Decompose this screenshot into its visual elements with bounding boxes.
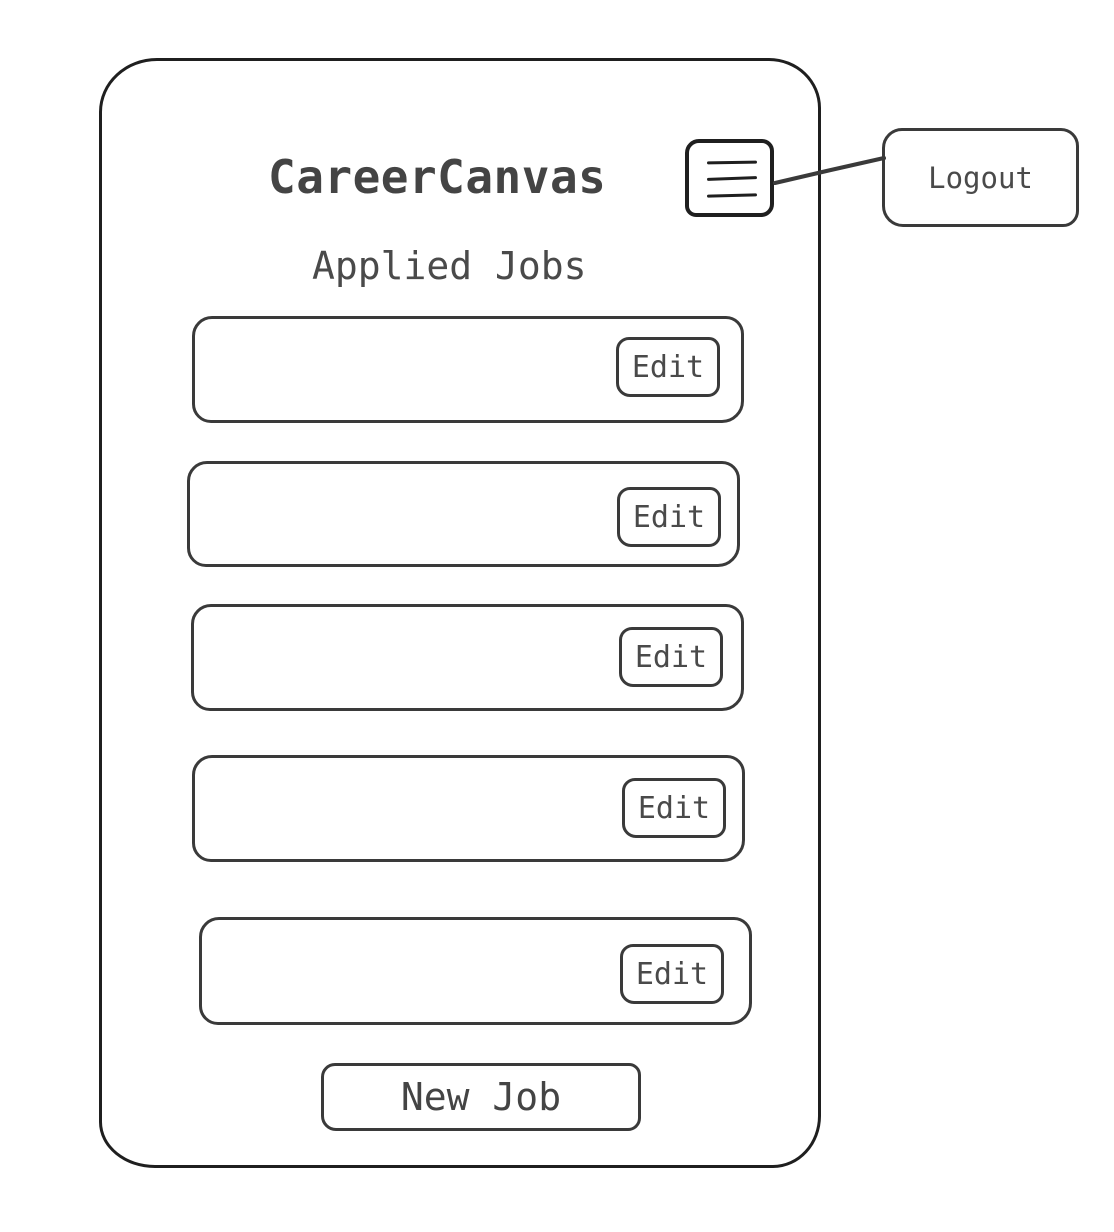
section-title: Applied Jobs — [312, 244, 587, 288]
job-card-3[interactable]: Edit — [191, 604, 744, 711]
app-title: CareerCanvas — [268, 150, 607, 204]
job-card-5[interactable]: Edit — [199, 917, 752, 1025]
edit-button[interactable]: Edit — [619, 627, 723, 687]
job-card-4[interactable]: Edit — [192, 755, 745, 862]
phone-frame — [99, 58, 821, 1168]
new-job-button[interactable]: New Job — [321, 1063, 641, 1131]
edit-button[interactable]: Edit — [620, 944, 724, 1004]
job-card-2[interactable]: Edit — [187, 461, 740, 567]
edit-button[interactable]: Edit — [616, 337, 720, 397]
menu-button[interactable] — [685, 139, 774, 217]
logout-button[interactable]: Logout — [882, 128, 1079, 227]
job-card-1[interactable]: Edit — [192, 316, 744, 423]
edit-button[interactable]: Edit — [617, 487, 721, 547]
edit-button[interactable]: Edit — [622, 778, 726, 838]
